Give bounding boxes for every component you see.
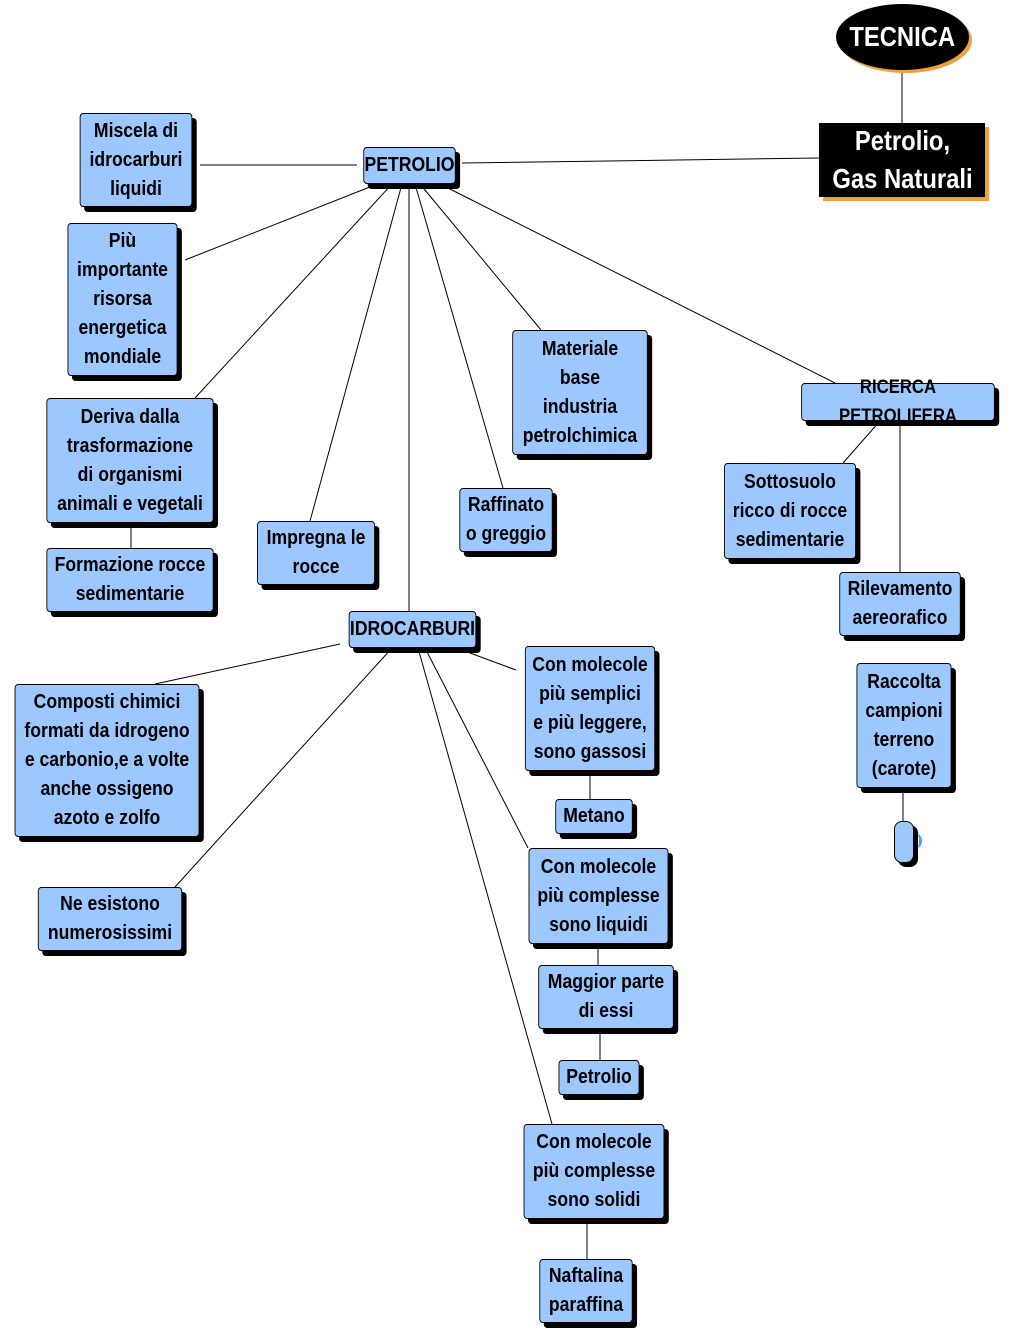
node-maggior[interactable]: Maggior parte di essi xyxy=(538,965,674,1029)
edge-idrocarburi-composti xyxy=(154,643,341,685)
node-deriva[interactable]: Deriva dalla trasformazione di organismi… xyxy=(46,398,214,523)
node-composti[interactable]: Composti chimici formati da idrogeno e c… xyxy=(14,684,200,837)
tecnica-label: TECNICA xyxy=(849,21,956,52)
edge-petrolio-materiale xyxy=(419,183,542,331)
edge-petrolio-ricerca xyxy=(439,183,836,384)
node-liquidi[interactable]: Con molecole più complesse sono liquidi xyxy=(528,848,669,944)
node-rilevamento[interactable]: Rilevamento aereorafico xyxy=(839,572,961,636)
node-solidi[interactable]: Con molecole più complesse sono solidi xyxy=(523,1124,665,1219)
node-formazione[interactable]: Formazione rocce sedimentarie xyxy=(46,548,214,612)
edge-petrolio-risorsa xyxy=(184,182,381,261)
topic-box[interactable]: Petrolio, Gas Naturali xyxy=(819,123,985,197)
node-ricerca[interactable]: RICERCA PETROLIFERA xyxy=(801,377,995,427)
node-petrolio[interactable]: PETROLIO xyxy=(363,147,456,184)
node-risorsa[interactable]: Più importante risorsa energetica mondia… xyxy=(67,223,178,376)
node-miscela[interactable]: Miscela di idrocarburi liquidi xyxy=(79,113,193,207)
edge-idrocarburi-numerosi xyxy=(174,647,393,888)
node-gassosi[interactable]: Con molecole più semplici e più leggere,… xyxy=(524,646,656,771)
edge-petrolio-raffinato xyxy=(414,183,504,489)
link-arrow-icon xyxy=(912,834,922,848)
edge-topic-petrolio xyxy=(461,157,820,164)
edge-idrocarburi-solidi xyxy=(417,647,553,1125)
node-impregna[interactable]: Impregna le rocce xyxy=(257,521,375,585)
link-indicator[interactable] xyxy=(894,821,914,863)
tecnica-badge[interactable]: TECNICA xyxy=(836,4,969,70)
topic-label: Petrolio, Gas Naturali xyxy=(831,125,973,194)
node-raccolta[interactable]: Raccolta campioni terreno (carote) xyxy=(856,663,952,788)
edge-petrolio-deriva xyxy=(194,183,393,399)
edge-idrocarburi-liquidi xyxy=(424,647,529,849)
node-numerosi[interactable]: Ne esistono numerosissimi xyxy=(37,887,183,951)
node-petrolio-sub[interactable]: Petrolio xyxy=(558,1060,640,1095)
node-idrocarburi[interactable]: IDROCARBURI xyxy=(348,611,477,648)
edge-ricerca-sottosuolo xyxy=(842,420,881,464)
node-naftalina[interactable]: Naftalina paraffina xyxy=(539,1259,633,1323)
node-materiale[interactable]: Materiale base industria petrolchimica xyxy=(512,330,648,455)
node-metano[interactable]: Metano xyxy=(555,799,633,834)
node-raffinato[interactable]: Raffinato o greggio xyxy=(459,488,553,552)
node-sottosuolo[interactable]: Sottosuolo ricco di rocce sedimentarie xyxy=(724,463,856,559)
edge-petrolio-impregna xyxy=(309,183,403,522)
edge-idrocarburi-gassosi xyxy=(461,649,517,671)
